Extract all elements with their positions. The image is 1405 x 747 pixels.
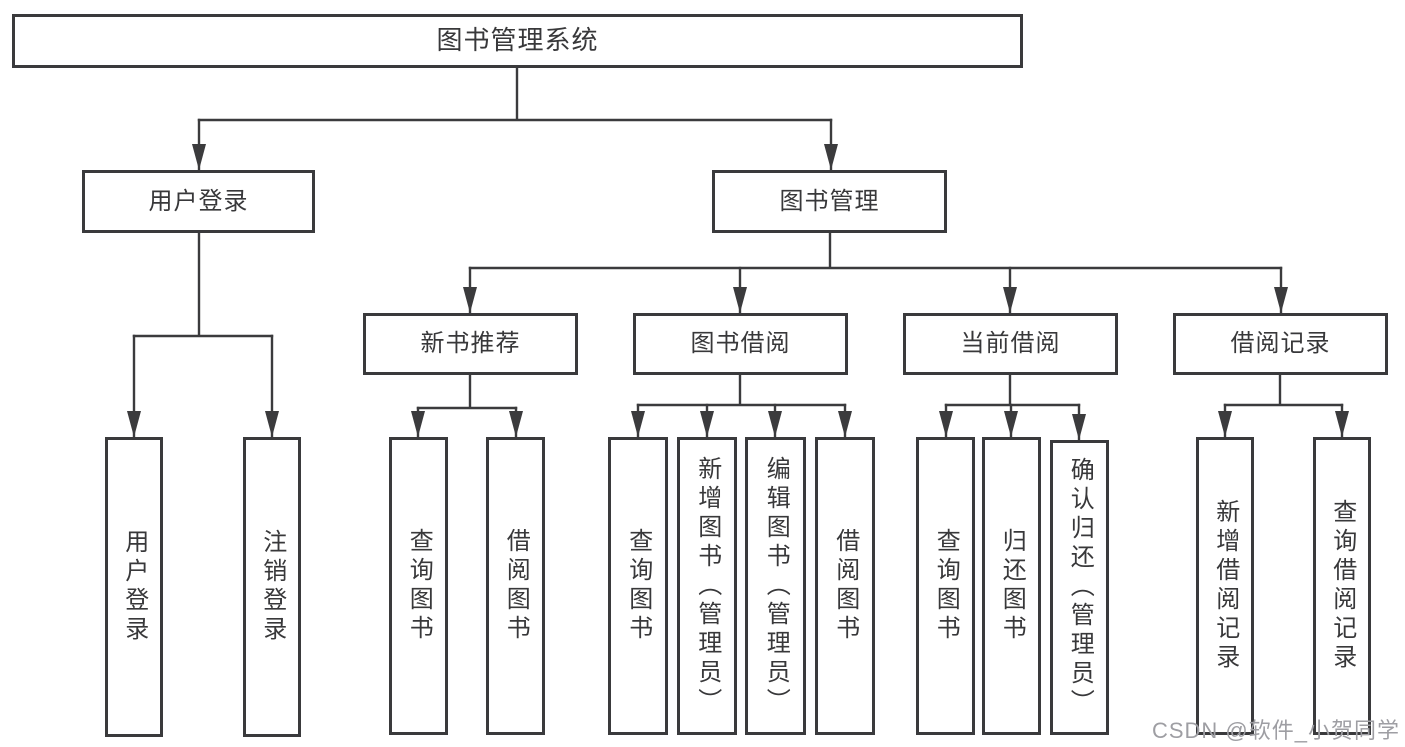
node-leaf-query-book-rec: 查询图书	[389, 437, 448, 735]
node-leaf-query-book-borrow: 查询图书	[608, 437, 668, 735]
node-leaf-return-book: 归还图书	[982, 437, 1041, 735]
connector-current-borrowing-split	[944, 373, 1081, 407]
node-leaf-add-book-admin: 新增图书（管理员）	[677, 437, 737, 735]
watermark: CSDN @软件_小贺同学	[1151, 718, 1400, 743]
node-leaf-add-borrow-record: 新增借阅记录	[1196, 437, 1254, 735]
node-leaf-borrow-book: 借阅图书	[815, 437, 875, 735]
connector-new-book-recommend-split	[416, 373, 518, 410]
node-new-book-recommend: 新书推荐	[363, 313, 578, 375]
node-leaf-query-borrow-record: 查询借阅记录	[1313, 437, 1371, 735]
node-leaf-query-book-current: 查询图书	[916, 437, 975, 735]
connector-borrowing-records-split	[1223, 373, 1344, 407]
connector-book-management-split	[468, 231, 1283, 270]
node-borrowing-records: 借阅记录	[1173, 313, 1388, 375]
node-book-management: 图书管理	[712, 170, 947, 233]
node-leaf-borrow-book-rec: 借阅图书	[486, 437, 545, 735]
connector-root-split	[197, 66, 833, 122]
node-leaf-edit-book-admin: 编辑图书（管理员）	[745, 437, 806, 735]
node-leaf-user-login: 用户登录	[105, 437, 163, 737]
connector-book-borrowing-split	[636, 373, 847, 407]
node-leaf-confirm-return: 确认归还（管理员）	[1050, 440, 1109, 735]
node-user-login: 用户登录	[82, 170, 315, 233]
node-leaf-logout: 注销登录	[243, 437, 301, 737]
node-root: 图书管理系统	[12, 14, 1023, 68]
node-book-borrowing: 图书借阅	[633, 313, 848, 375]
node-current-borrowing: 当前借阅	[903, 313, 1118, 375]
connector-user-login-split	[132, 231, 274, 338]
